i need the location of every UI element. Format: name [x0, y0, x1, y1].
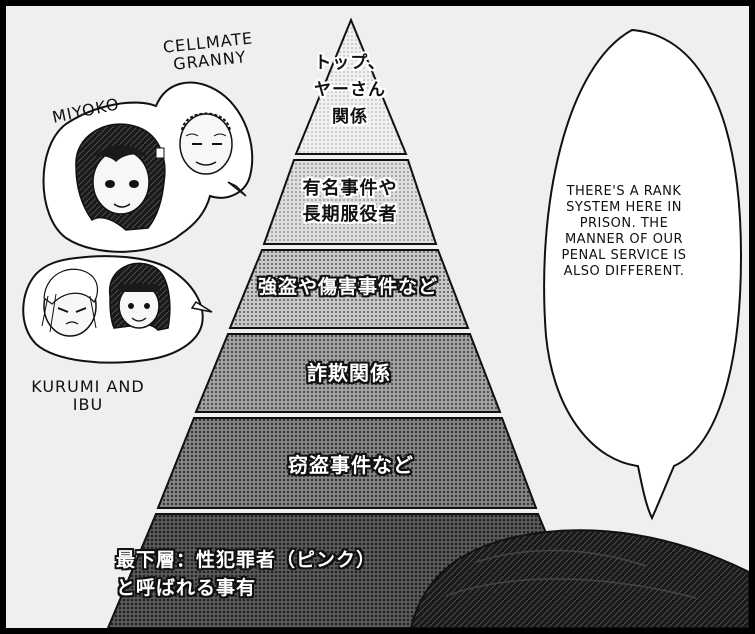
tier-4-label: 詐欺関係 [307, 361, 391, 385]
speech-bubble-shape [543, 28, 743, 521]
tier-1-shape [294, 17, 408, 155]
tier-2-shape [262, 159, 438, 245]
pyramid-art [22, 17, 749, 628]
kurumi-bubble-tail [190, 300, 213, 313]
tier-5-label: 窃盗事件など [288, 453, 414, 477]
granny-face [179, 112, 233, 175]
tier-3-label: 強盗や傷害事件など [257, 276, 438, 298]
ibu-face [109, 262, 171, 331]
tier-4-shape [194, 333, 502, 413]
speech-bubble-text: THERE'S A RANK SYSTEM HERE IN PRISON. TH… [561, 184, 687, 279]
kurumi-face [41, 268, 99, 337]
tier-3-shape [228, 249, 470, 329]
tier-2-label: 有名事件や 長期服役者 [302, 178, 398, 225]
tier-6-label: 最下層：性犯罪者（ピンク） と呼ばれる事有 [116, 549, 377, 599]
miyoko-face [75, 123, 166, 231]
panel-inner: トップ、 ヤーさん 関係 有名事件や 長期服役者 強盗や傷害事件など 詐欺関係 … [6, 6, 749, 628]
caption-kurumi-ibu: KURUMI AND IBU [31, 377, 145, 414]
tier-5-shape [156, 417, 538, 509]
miyoko-bubble-tail [227, 181, 247, 197]
tier-1-label: トップ、 ヤーさん 関係 [314, 53, 386, 127]
